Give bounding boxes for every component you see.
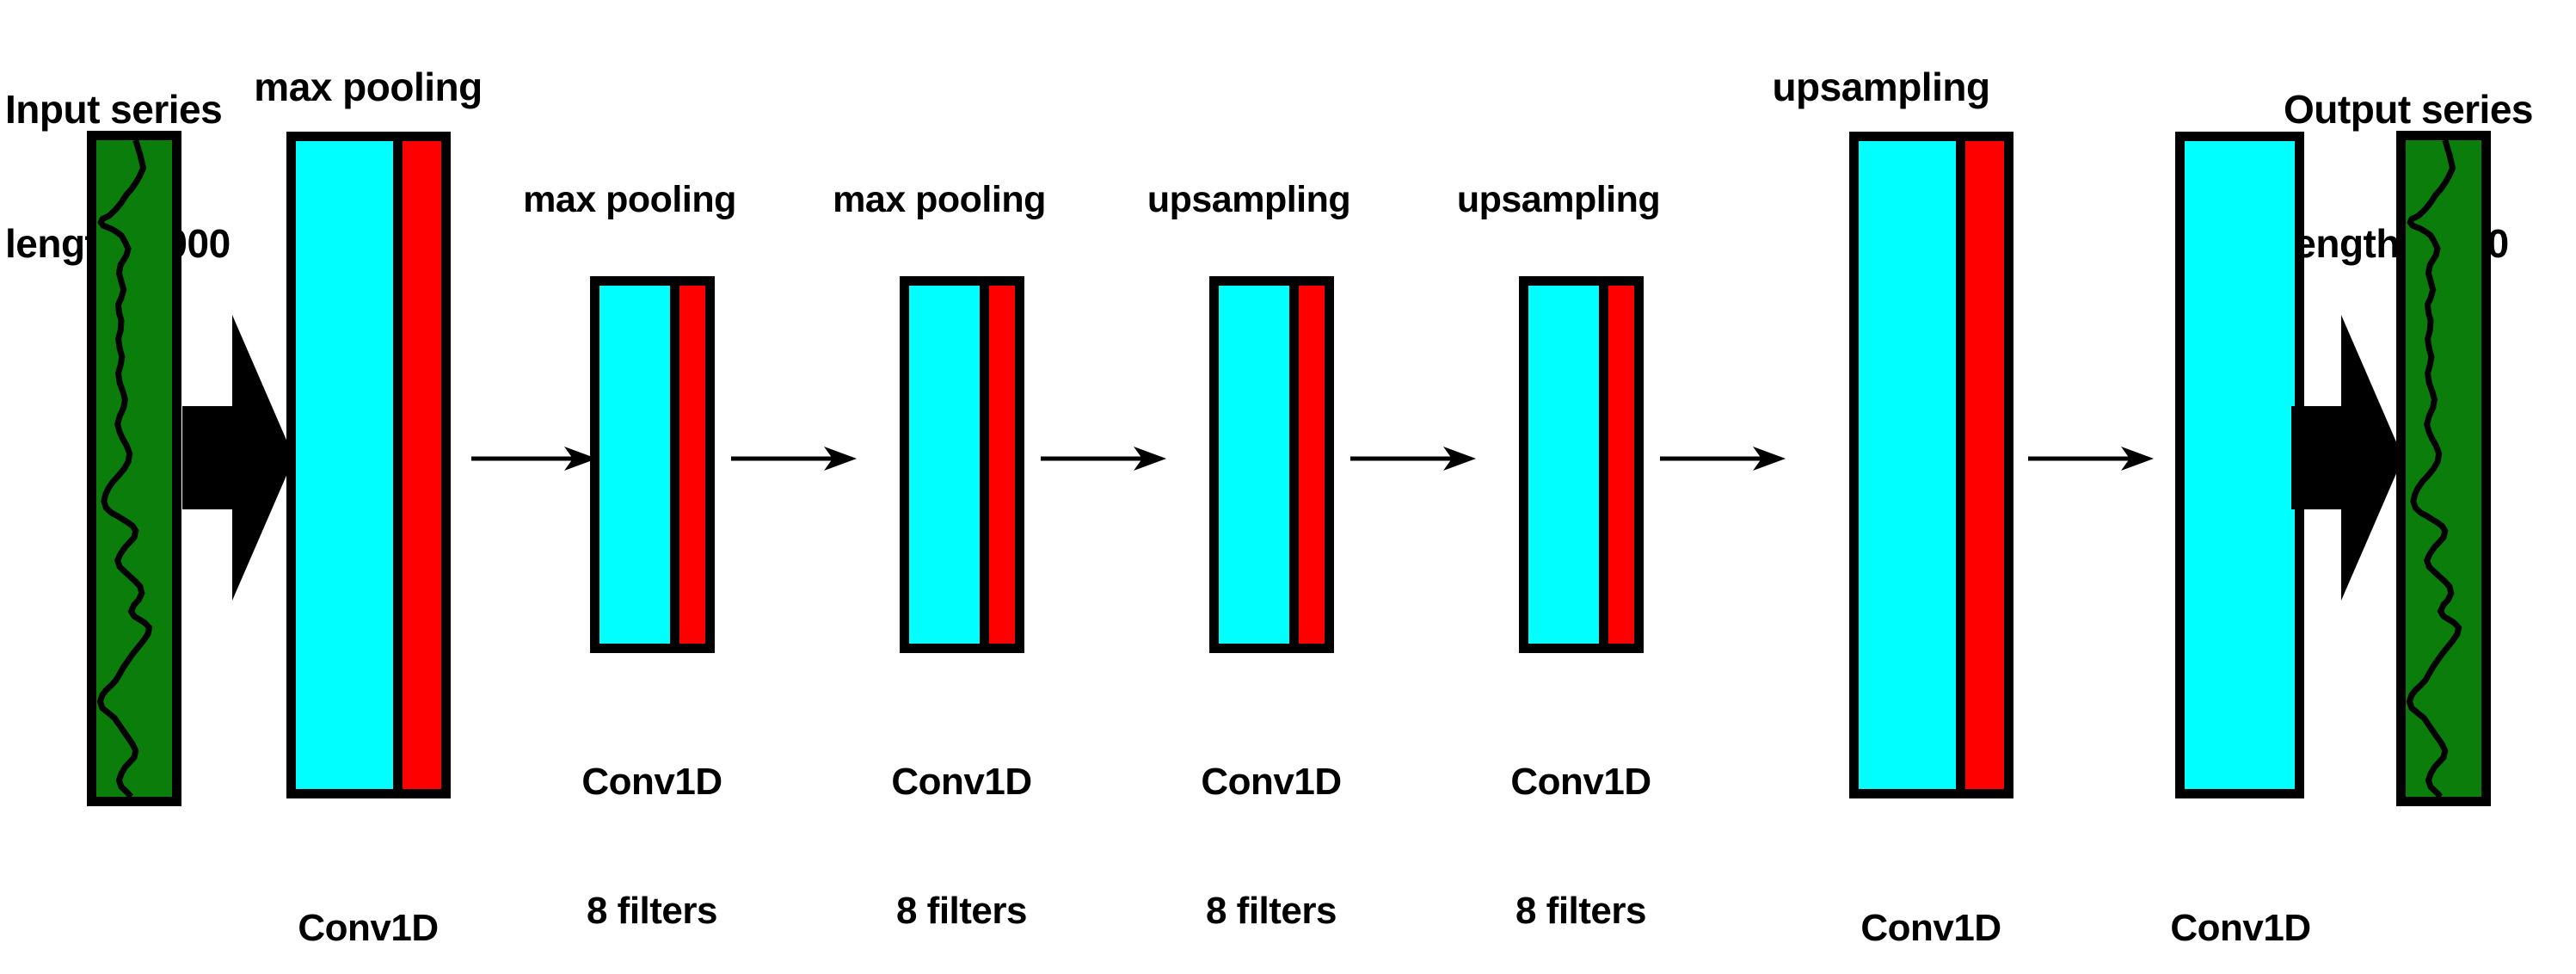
conv-block-divider [1599, 286, 1608, 644]
conv-block-cyan-pane [1528, 286, 1599, 644]
op-label-upsampling-3: upsampling [1772, 65, 1990, 109]
conv-block-red-pane [1299, 286, 1325, 644]
output-series-label-line1: Output series [2284, 86, 2534, 132]
conv-block-conv1d-8-a[interactable] [590, 276, 715, 653]
input-series-trace [96, 140, 172, 797]
conv-block-divider [1289, 286, 1299, 644]
conv-block-cyan-pane [296, 141, 393, 789]
conv-block-cyan-pane [909, 286, 980, 644]
conv-block-label-conv1d-32-a: Conv1D 32 filters kernel =3 [239, 822, 497, 974]
conv-block-red-pane [1608, 286, 1634, 644]
block-label-line2: 8 filters [895, 889, 1028, 932]
input-series-panel [87, 131, 181, 806]
conv-block-conv1d-8-c[interactable] [1209, 276, 1334, 653]
flow-arrow-6-icon [2028, 441, 2154, 476]
block-label-line2: 8 filters [1205, 889, 1337, 932]
output-block-arrow-icon [2291, 315, 2403, 601]
conv-block-cyan-pane [2185, 141, 2295, 789]
conv-block-divider [670, 286, 679, 644]
conv-block-cyan-pane [599, 286, 670, 644]
block-label-line1: Conv1D [1510, 761, 1651, 804]
conv-block-conv1d-8-d[interactable] [1519, 276, 1644, 653]
block-label-line1: Conv1D [2170, 907, 2311, 950]
conv-block-label-conv1d-8-a: Conv1D 8 filters kernel =3 [523, 675, 781, 974]
flow-arrow-3-icon [1041, 441, 1166, 476]
op-label-max-pooling-1: max pooling [254, 65, 483, 109]
input-series-label-line1: Input series [5, 86, 223, 132]
op-label-upsampling-1: upsampling [1147, 179, 1351, 220]
conv-block-red-pane [679, 286, 705, 644]
op-label-upsampling-2: upsampling [1456, 179, 1661, 220]
block-label-line2: 8 filters [586, 889, 718, 932]
block-label-line1: Conv1D [298, 907, 439, 950]
op-label-max-pooling-3: max pooling [833, 179, 1046, 220]
conv-block-cyan-pane [1219, 286, 1289, 644]
op-label-max-pooling-2: max pooling [523, 179, 736, 220]
conv-block-label-conv1d-8-c: Conv1D 8 filters kernel =3 [1142, 675, 1400, 974]
conv-block-conv1d-32-a[interactable] [286, 132, 451, 798]
conv-block-red-pane [989, 286, 1015, 644]
block-label-line1: Conv1D [891, 761, 1032, 804]
conv-block-red-pane [1965, 141, 2004, 789]
input-series-label: Input series length=1000 [5, 0, 289, 356]
block-label-line1: Conv1D [1860, 907, 2001, 950]
block-label-line1: Conv1D [1201, 761, 1342, 804]
conv-block-conv1d-32-b[interactable] [1849, 132, 2013, 798]
conv-block-label-conv1d-8-d: Conv1D 8 filters kernel =3 [1452, 675, 1710, 974]
flow-arrow-1-icon [471, 441, 597, 476]
output-series-trace [2406, 140, 2481, 797]
conv-block-conv1d-8-b[interactable] [900, 276, 1024, 653]
conv-block-divider [1956, 141, 1965, 789]
conv-block-divider [980, 286, 989, 644]
block-label-line2: 8 filters [1515, 889, 1647, 932]
conv-block-divider [393, 141, 403, 789]
input-block-arrow-icon [182, 315, 294, 601]
conv-block-cyan-pane [1859, 141, 1956, 789]
conv-block-label-conv1d-32-b: Conv1D 32 filters kernel =3 [1802, 822, 2060, 974]
conv-block-label-conv1d-1: Conv1D 1 filter kernel =3 [2112, 822, 2370, 974]
flow-arrow-4-icon [1350, 441, 1476, 476]
output-series-panel [2396, 131, 2491, 806]
conv-block-label-conv1d-8-b: Conv1D 8 filters kernel =3 [833, 675, 1091, 974]
flow-arrow-5-icon [1660, 441, 1786, 476]
block-label-line1: Conv1D [581, 761, 722, 804]
flow-arrow-2-icon [731, 441, 857, 476]
conv-block-conv1d-1[interactable] [2175, 132, 2304, 798]
conv-block-red-pane [403, 141, 441, 789]
